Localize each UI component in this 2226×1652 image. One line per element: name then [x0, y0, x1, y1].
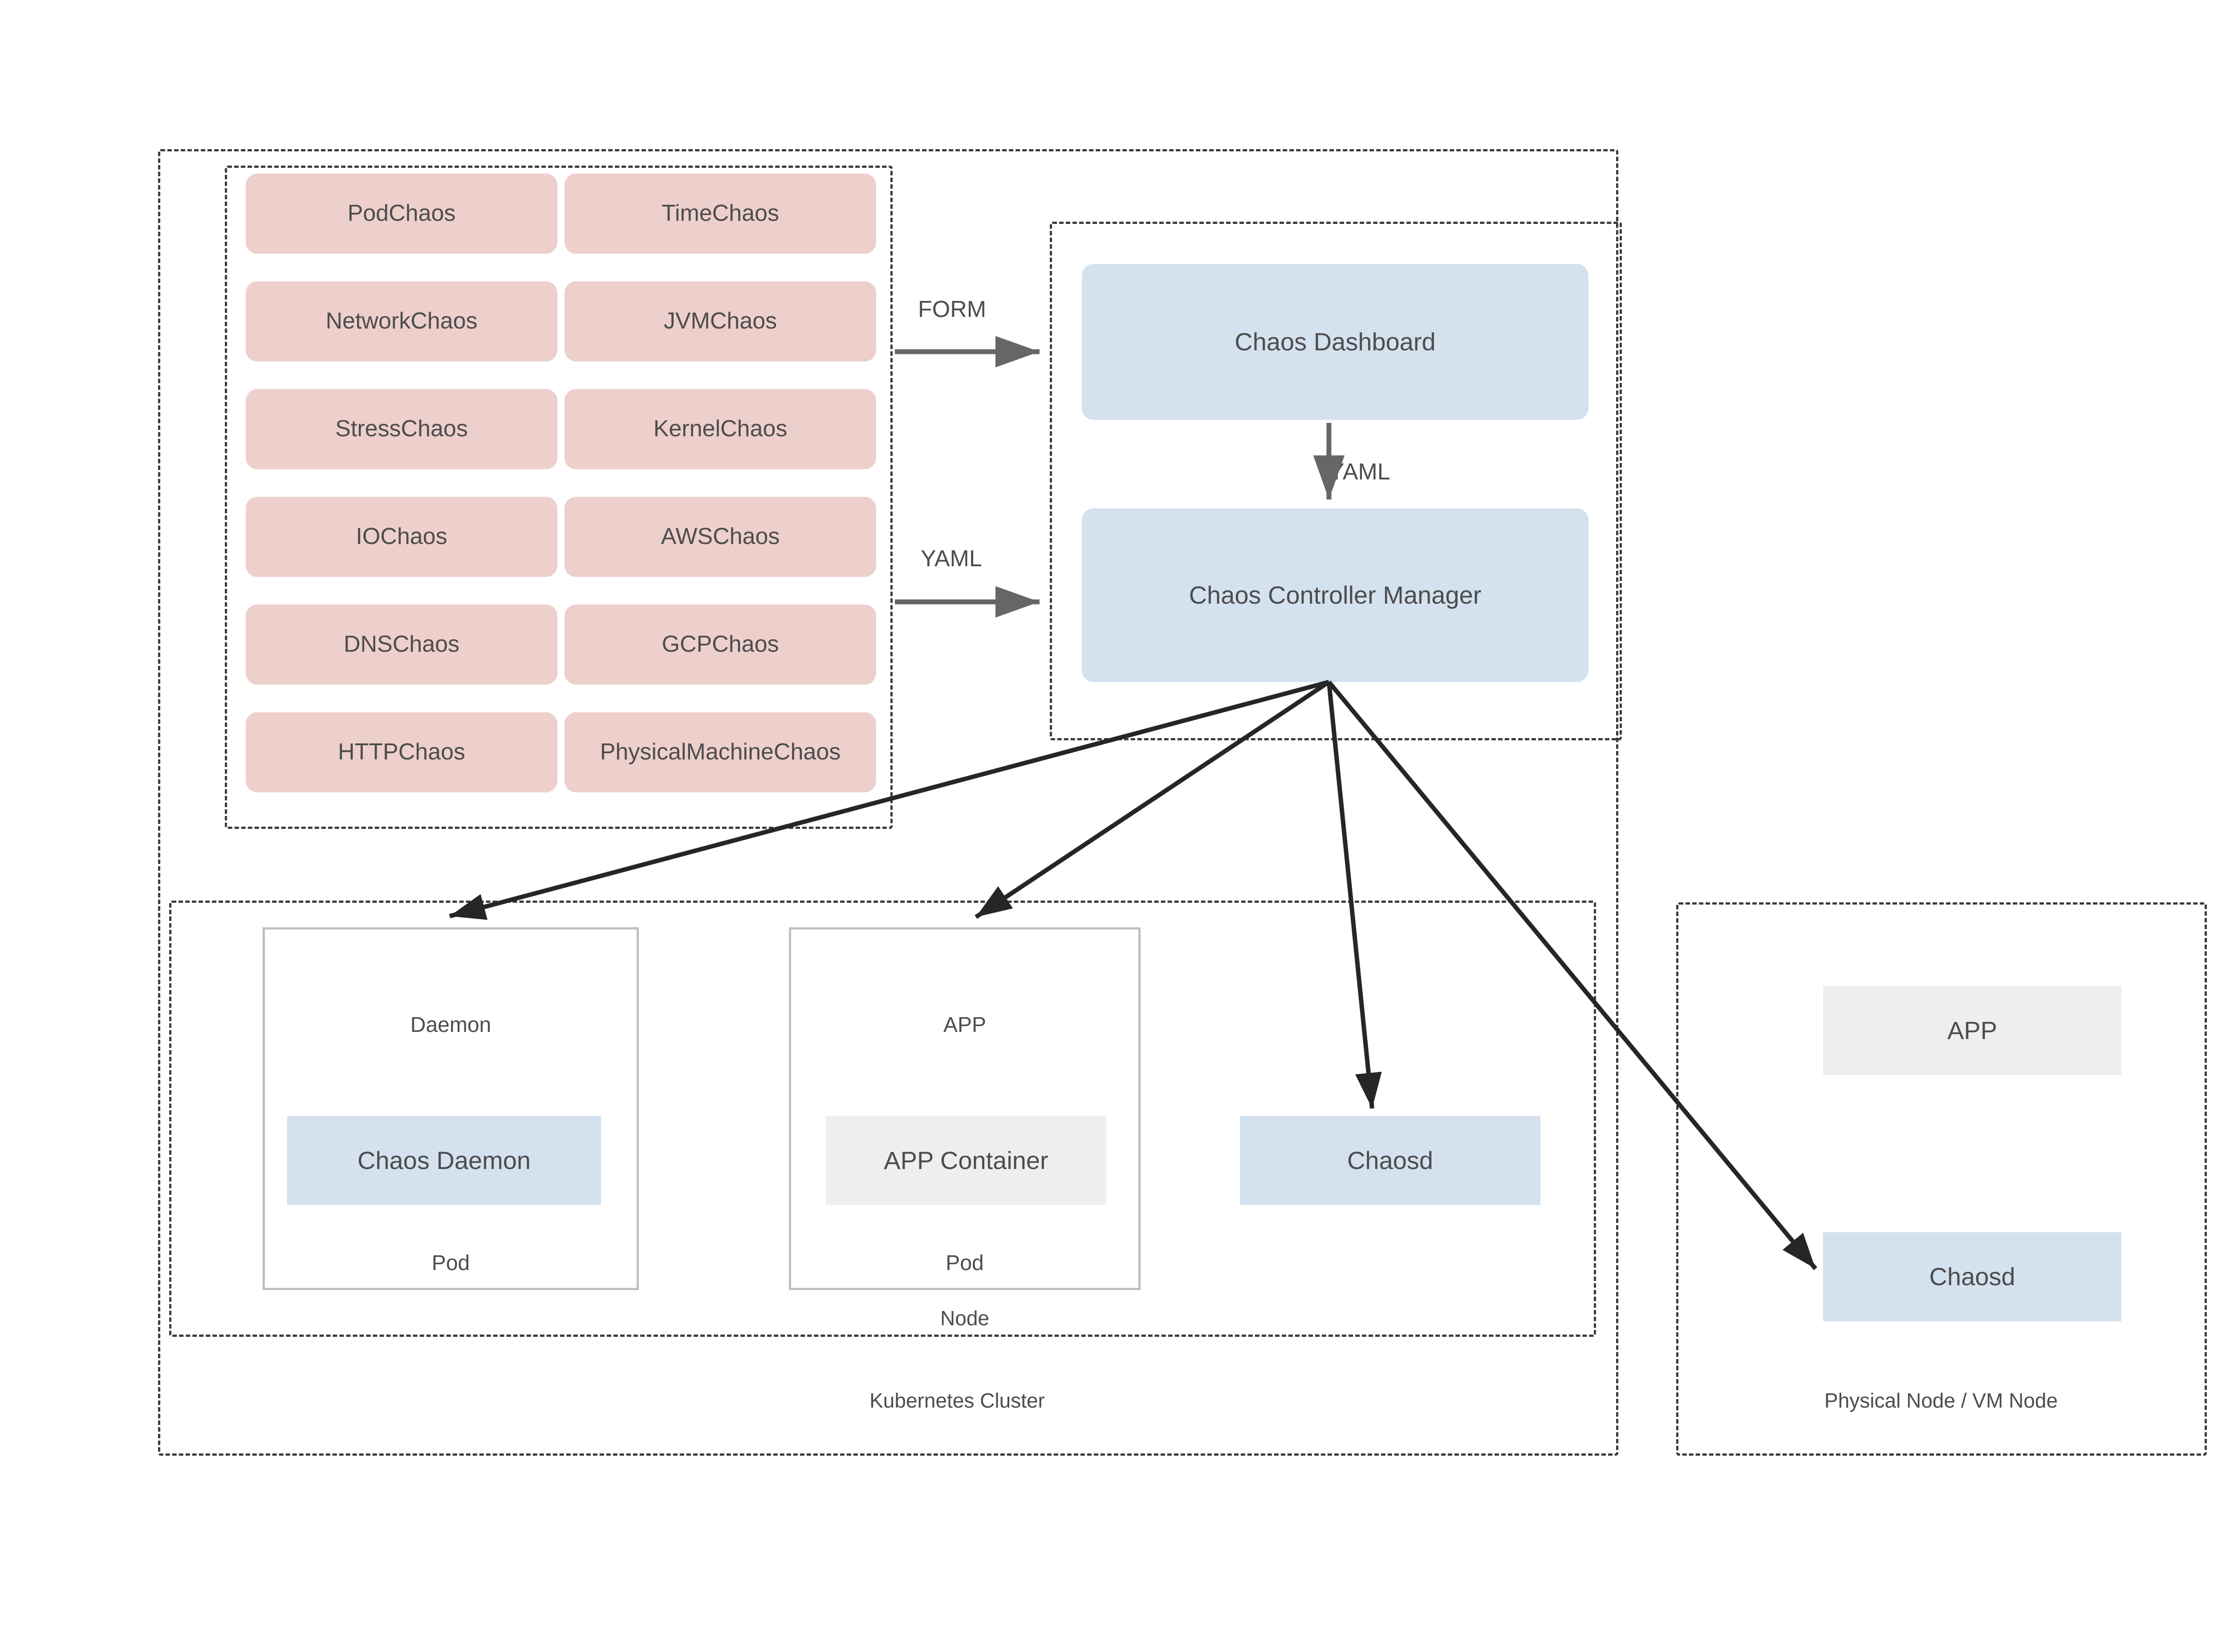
chaos-type-jvmchaos[interactable]: JVMChaos [565, 281, 876, 361]
physical-node-chaosd-box[interactable]: Chaosd [1823, 1232, 2121, 1321]
chaos-type-kernelchaos[interactable]: KernelChaos [565, 389, 876, 469]
app-pod-bottom-label: Pod [946, 1251, 984, 1275]
daemon-pod-top-label: Daemon [410, 1013, 492, 1037]
edge-label-yaml-controller: YAML [921, 546, 982, 572]
kubernetes-cluster-caption: Kubernetes Cluster [869, 1389, 1045, 1412]
node-caption: Node [940, 1307, 989, 1330]
chaos-type-httpchaos[interactable]: HTTPChaos [246, 712, 557, 792]
chaos-daemon-box[interactable]: Chaos Daemon [287, 1116, 601, 1205]
app-pod-top-label: APP [943, 1013, 987, 1037]
chaos-type-networkchaos[interactable]: NetworkChaos [246, 281, 557, 361]
physical-node-group [1676, 902, 2207, 1456]
app-container-box[interactable]: APP Container [826, 1116, 1106, 1205]
app-pod-box [789, 927, 1141, 1290]
chaos-type-stresschaos[interactable]: StressChaos [246, 389, 557, 469]
chaos-type-gcpchaos[interactable]: GCPChaos [565, 605, 876, 685]
chaos-type-awschaos[interactable]: AWSChaos [565, 497, 876, 577]
physical-node-caption: Physical Node / VM Node [1824, 1389, 2058, 1412]
chaos-type-timechaos[interactable]: TimeChaos [565, 174, 876, 254]
chaosd-node-box[interactable]: Chaosd [1240, 1116, 1540, 1205]
chaos-type-podchaos[interactable]: PodChaos [246, 174, 557, 254]
chaos-dashboard-box[interactable]: Chaos Dashboard [1082, 264, 1588, 420]
edge-label-form: FORM [918, 296, 987, 322]
edge-label-yaml-dashboard-controller: YAML [1329, 459, 1390, 485]
daemon-pod-bottom-label: Pod [431, 1251, 470, 1275]
chaos-controller-manager-box[interactable]: Chaos Controller Manager [1082, 508, 1588, 682]
chaos-type-physicalmachinechaos[interactable]: PhysicalMachineChaos [565, 712, 876, 792]
chaos-type-dnschaos[interactable]: DNSChaos [246, 605, 557, 685]
daemon-pod-box [263, 927, 639, 1290]
chaos-type-iochaos[interactable]: IOChaos [246, 497, 557, 577]
physical-node-app-box[interactable]: APP [1823, 986, 2121, 1075]
